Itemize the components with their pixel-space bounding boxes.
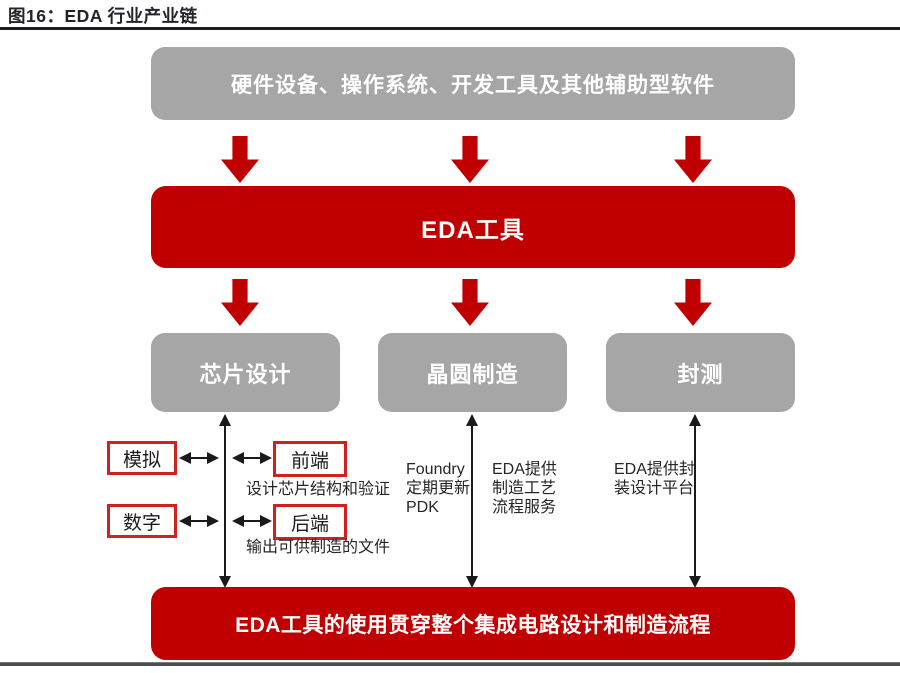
- double-arrow-vertical-icon: [219, 414, 231, 588]
- double-arrow-vertical-icon: [466, 414, 478, 588]
- red-down-arrow-icon: [674, 136, 712, 183]
- double-arrow-horizontal-icon: [232, 515, 272, 527]
- node-chip-design: 芯片设计: [151, 333, 340, 412]
- red-down-arrow-icon: [451, 279, 489, 326]
- note-foundry-pdk: Foundry 定期更新 PDK: [406, 461, 471, 516]
- top-divider: [0, 27, 900, 30]
- double-arrow-vertical-icon: [689, 414, 701, 588]
- node-packaging-test: 封测: [606, 333, 795, 412]
- red-down-arrow-icon: [674, 279, 712, 326]
- note-eda-process-service: EDA提供 制造工艺 流程服务: [492, 461, 557, 516]
- tag-analog: 模拟: [107, 441, 177, 475]
- note-backend: 输出可供制造的文件: [246, 539, 391, 556]
- bottom-divider: [0, 662, 900, 666]
- double-arrow-horizontal-icon: [179, 515, 219, 527]
- node-eda-throughout-flow: EDA工具的使用贯穿整个集成电路设计和制造流程: [151, 587, 795, 660]
- red-down-arrow-icon: [221, 279, 259, 326]
- node-eda-tools: EDA工具: [151, 186, 795, 268]
- double-arrow-horizontal-icon: [232, 452, 272, 464]
- red-down-arrow-icon: [451, 136, 489, 183]
- figure-title: 图16：EDA 行业产业链: [8, 6, 198, 26]
- note-frontend: 设计芯片结构和验证: [246, 481, 391, 498]
- tag-backend: 后端: [273, 504, 347, 540]
- red-down-arrow-icon: [221, 136, 259, 183]
- note-eda-packaging-platform: EDA提供封 装设计平台: [614, 461, 695, 497]
- tag-frontend: 前端: [273, 441, 347, 477]
- node-wafer-fab: 晶圆制造: [378, 333, 567, 412]
- double-arrow-horizontal-icon: [179, 452, 219, 464]
- node-hardware-os-tools: 硬件设备、操作系统、开发工具及其他辅助型软件: [151, 47, 795, 120]
- tag-digital: 数字: [107, 504, 177, 538]
